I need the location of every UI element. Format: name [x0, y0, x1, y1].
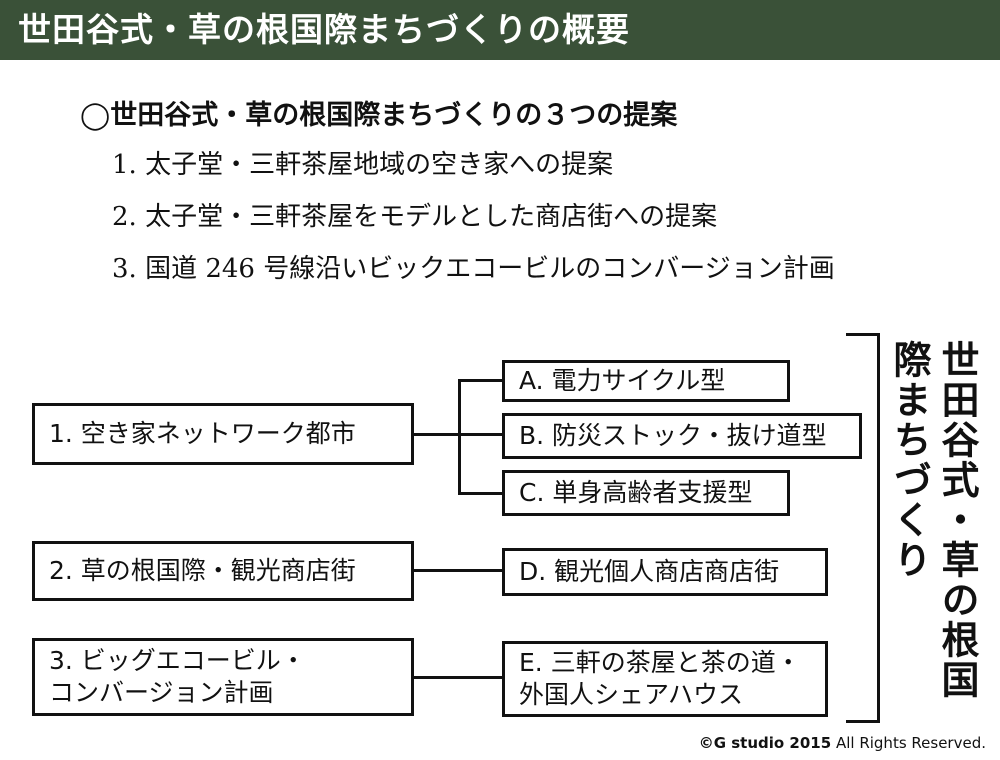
page-title: 世田谷式・草の根国際まちづくりの概要: [18, 10, 630, 49]
diagram-box-2: 2. 草の根国際・観光商店街: [32, 541, 414, 601]
proposal-item-1: 1. 太子堂・三軒茶屋地域の空き家への提案: [112, 150, 614, 180]
diagram-box-e: E. 三軒の茶屋と茶の道・ 外国人シェアハウス: [502, 641, 828, 717]
diagram-box-d: D. 観光個人商店商店街: [502, 548, 828, 596]
bracket: [846, 720, 880, 723]
connector-line: [412, 676, 504, 679]
diagram-box-c: C. 単身高齢者支援型: [502, 470, 790, 516]
copyright: ©G studio 2015 All Rights Reserved.: [699, 734, 986, 752]
diagram-box-a: A. 電力サイクル型: [502, 360, 790, 402]
connector-line: [458, 379, 461, 495]
copyright-text: All Rights Reserved.: [831, 734, 986, 752]
bracket: [877, 333, 880, 723]
connector-line: [458, 433, 504, 436]
diagram-box-3: 3. ビッグエコービル・ コンバージョン計画: [32, 638, 414, 716]
connector-line: [412, 569, 504, 572]
proposal-item-3: 3. 国道 246 号線沿いビックエコービルのコンバージョン計画: [112, 254, 835, 284]
connector-line: [458, 492, 504, 495]
proposal-item-2: 2. 太子堂・三軒茶屋をモデルとした商店街への提案: [112, 202, 718, 232]
connector-line: [458, 379, 504, 382]
connector-line: [412, 433, 460, 436]
diagram-box-1: 1. 空き家ネットワーク都市: [32, 403, 414, 465]
bracket: [846, 333, 880, 336]
vertical-title: 世田谷式・草の根国際まちづくり: [887, 340, 980, 700]
proposals-heading: ◯世田谷式・草の根国際まちづくりの３つの提案: [80, 100, 678, 131]
header-bar: 世田谷式・草の根国際まちづくりの概要: [0, 0, 1000, 60]
diagram-box-b: B. 防災ストック・抜け道型: [502, 413, 862, 459]
copyright-brand: ©G studio 2015: [698, 734, 832, 752]
